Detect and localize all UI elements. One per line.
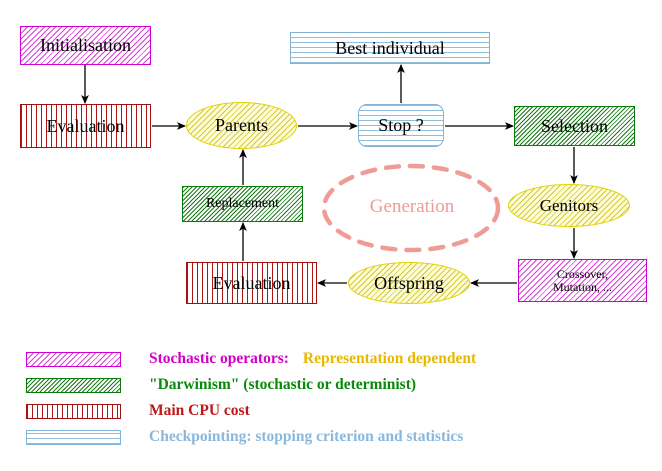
node-crossover-mutation[interactable]: Crossover, Mutation, ... [518, 259, 647, 302]
legend-row-darwinism: "Darwinism" (stochastic or determinist) [26, 372, 416, 398]
node-label: Replacement [205, 195, 280, 211]
node-best-individual[interactable]: Best individual [290, 32, 490, 64]
legend-swatch-green [26, 377, 121, 393]
node-stop[interactable]: Stop ? [358, 104, 444, 147]
node-label: Evaluation [46, 115, 125, 136]
node-evaluation-top[interactable]: Evaluation [20, 104, 151, 148]
legend-label-cpu: Main CPU cost [149, 402, 250, 419]
node-label: Offspring [374, 272, 444, 293]
node-label: Stop ? [378, 115, 424, 136]
node-label: Selection [541, 115, 608, 136]
node-genitors[interactable]: Genitors [508, 184, 630, 227]
legend-swatch-blue [26, 429, 121, 445]
node-parents[interactable]: Parents [186, 102, 297, 149]
legend: Stochastic operators: Representation dep… [0, 336, 662, 466]
legend-label-darwinism: "Darwinism" (stochastic or determinist) [149, 376, 417, 393]
node-evaluation-bottom[interactable]: Evaluation [186, 262, 317, 304]
node-label: Parents [215, 115, 268, 136]
node-initialisation[interactable]: Initialisation [20, 26, 151, 65]
node-label: Genitors [539, 195, 599, 215]
generation-label: Generation [360, 196, 464, 218]
generation-label-text: Generation [369, 196, 455, 217]
legend-label-representation: Representation dependent [302, 350, 477, 367]
node-label: Evaluation [212, 272, 291, 293]
node-selection[interactable]: Selection [514, 106, 635, 146]
legend-row-checkpointing: Checkpointing: stopping criterion and st… [26, 424, 463, 450]
legend-row-stochastic: Stochastic operators: Representation dep… [26, 346, 476, 372]
node-replacement[interactable]: Replacement [182, 186, 303, 222]
legend-row-cpu: Main CPU cost [26, 398, 250, 424]
node-offspring[interactable]: Offspring [348, 262, 470, 304]
legend-label-stochastic: Stochastic operators: [149, 350, 289, 367]
node-label: Best individual [335, 37, 445, 58]
legend-label-checkpointing: Checkpointing: stopping criterion and st… [149, 428, 464, 445]
node-label: Crossover, Mutation, ... [553, 266, 612, 294]
node-label: Initialisation [40, 35, 131, 56]
legend-swatch-red [26, 403, 121, 419]
legend-swatch-magenta [26, 351, 121, 367]
